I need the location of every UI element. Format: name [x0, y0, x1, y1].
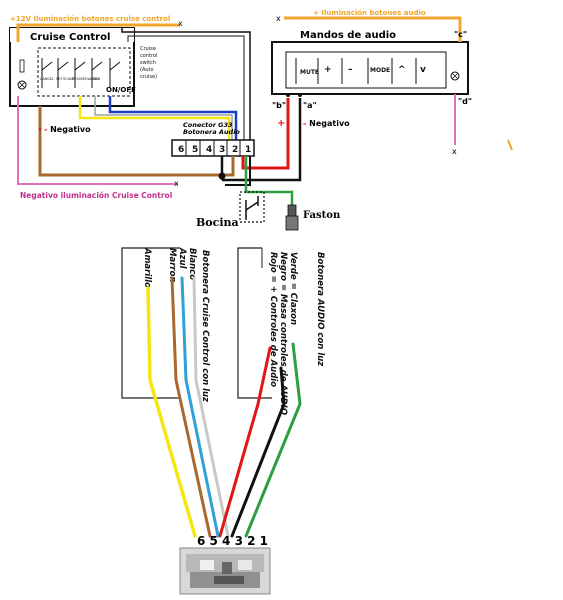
negativo-illum-label: Negativo iluminación Cruise Control — [20, 191, 172, 200]
connector-g33: Conector G33 Botonera Audio 6 5 4 3 2 1 — [171, 121, 255, 157]
cruise-control-box: Cruise Control CANCEL SET/COAST RESUME/A… — [9, 27, 136, 107]
cruise-btn-resume: RESUME/ACCEL — [72, 77, 99, 81]
audio-negative-label: - Negativo — [303, 119, 350, 128]
cruise-illum-label: +12V Iluminación botones cruise control — [10, 15, 170, 23]
black-ground-wire — [225, 156, 251, 186]
cruise-illum-x: x — [178, 19, 183, 28]
audio-btn-mute: MUTE — [300, 69, 319, 76]
horn-label: Bocina — [196, 216, 239, 229]
right-wire-negro: Negro = Masa controles de AUDIO — [278, 252, 288, 415]
cruise-btn-cancel: CANCEL — [40, 77, 54, 81]
svg-text:control: control — [140, 53, 157, 59]
cruise-negative-label: - Negativo — [44, 125, 91, 134]
black-audio-ground — [222, 98, 302, 182]
audio-plus-sign: + — [277, 118, 285, 129]
terminal-a: "a" — [303, 101, 317, 110]
grey-wire — [94, 96, 233, 140]
cruise-switches — [41, 58, 121, 88]
bottom-pin-numbers: 6 5 4 3 2 1 — [197, 534, 268, 548]
faston-connector: Faston — [285, 204, 341, 231]
audio-btn-down: v — [420, 65, 426, 75]
stray-orange-mark — [507, 139, 513, 151]
cruise-btn-set: SET/COAST — [56, 77, 77, 81]
left-wire-marron: Marron — [167, 248, 177, 282]
terminal-c: "c" — [454, 30, 467, 39]
pin-3: 3 — [219, 145, 225, 155]
connector-label-1: Conector G33 — [183, 121, 233, 129]
audio-lamp-icon — [450, 71, 460, 81]
cruise-onoff-label: ON/OFF — [106, 86, 136, 94]
right-caption: Botonera AUDIO con luz — [315, 252, 325, 366]
left-caption: Botonera Cruise Control con luz — [200, 250, 210, 402]
cruise-switch-note: Cruise control switch (Auto cruise) — [140, 46, 157, 80]
pin-4: 4 — [206, 145, 212, 155]
cruise-black-wire-2 — [127, 35, 245, 140]
faston-label: Faston — [303, 210, 341, 221]
horn-switch: Bocina — [196, 191, 265, 229]
pin-1: 1 — [245, 145, 251, 155]
left-wire-blanco: Blanco — [187, 248, 197, 280]
svg-text:switch: switch — [140, 60, 156, 66]
bottom-panel — [121, 247, 272, 399]
audio-illum-wire — [284, 16, 462, 42]
cruise-btn-main: MAIN — [91, 77, 100, 81]
svg-text:Cruise: Cruise — [140, 46, 156, 52]
audio-btn-mode: MODE — [370, 67, 390, 74]
right-wire-rojo: Rojo = + Controles de Audio — [268, 252, 278, 387]
left-wire-amarillo: Amarillo — [142, 247, 152, 288]
cruise-resistor-icon — [19, 59, 25, 73]
pink-wire-x: x — [174, 179, 179, 188]
right-wire-verde: Verde = Claxon — [288, 252, 298, 325]
left-wire-azul: Azul — [177, 247, 187, 270]
connector-photo — [179, 547, 271, 595]
audio-btn-plus: + — [324, 65, 332, 75]
cruise-illumination-wire: +12V Iluminación botones cruise control … — [10, 15, 183, 42]
red-wire — [241, 98, 290, 170]
audio-btn-minus: – — [348, 65, 353, 75]
pink-illum-negative-wire — [17, 96, 178, 185]
bottom-wires — [146, 276, 302, 538]
terminal-d: "d" — [458, 97, 472, 106]
cruise-lamp-icon — [17, 80, 27, 90]
green-horn-wire — [244, 156, 294, 205]
audio-box-title: Mandos de audio — [300, 30, 396, 41]
audio-illum-x: x — [276, 14, 281, 23]
pin-5: 5 — [192, 145, 198, 155]
svg-text:(Auto: (Auto — [140, 67, 154, 73]
pin-2: 2 — [232, 145, 238, 155]
yellow-wire — [78, 96, 231, 140]
audio-btn-up: ^ — [398, 65, 406, 75]
brown-to-connector — [222, 156, 235, 177]
audio-illum-label: + Iluminación botones audio — [313, 9, 426, 17]
pin-6: 6 — [178, 145, 184, 155]
cruise-box-title: Cruise Control — [30, 32, 110, 43]
ground-junction-icon — [218, 172, 226, 180]
connector-label-2: Botonera Audio — [183, 128, 240, 136]
audio-pink-x: x — [452, 147, 457, 156]
blue-wire — [108, 96, 238, 140]
audio-controls-box: Mandos de audio MUTE + – MODE ^ v — [271, 30, 469, 95]
audio-switches — [295, 58, 417, 84]
cruise-black-wire — [121, 28, 251, 140]
terminal-b: "b" — [272, 101, 286, 110]
svg-text:cruise): cruise) — [140, 74, 157, 80]
